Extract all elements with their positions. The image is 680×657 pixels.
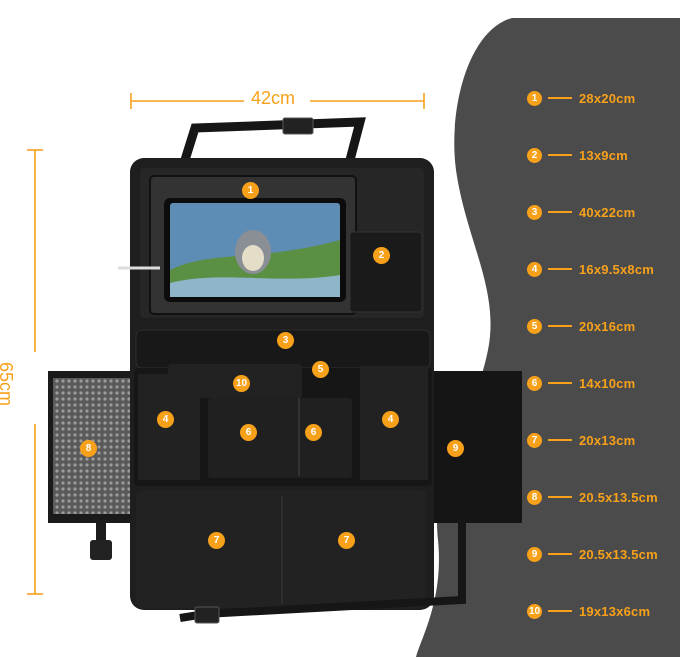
badge-6-left: 6 <box>240 424 257 441</box>
height-dimension <box>27 149 43 595</box>
badge-4-left: 4 <box>157 411 174 428</box>
badge-10: 10 <box>233 375 250 392</box>
badge-7-left: 7 <box>208 532 225 549</box>
badge-6-right: 6 <box>305 424 322 441</box>
badge-2: 2 <box>373 247 390 264</box>
bottom-strap <box>179 520 466 624</box>
organizer-body <box>118 158 434 610</box>
right-flap <box>430 371 522 523</box>
badge-1: 1 <box>242 182 259 199</box>
badge-9: 9 <box>447 440 464 457</box>
badge-3: 3 <box>277 332 294 349</box>
badge-4-right: 4 <box>382 411 399 428</box>
side-buckle <box>90 523 112 560</box>
width-dimension <box>130 93 425 109</box>
height-label: 65cm <box>0 362 16 407</box>
badge-7-right: 7 <box>338 532 355 549</box>
badge-8: 8 <box>80 440 97 457</box>
badge-5: 5 <box>312 361 329 378</box>
width-label: 42cm <box>251 88 296 108</box>
spec-panel-background <box>416 18 680 657</box>
top-strap <box>180 117 366 162</box>
